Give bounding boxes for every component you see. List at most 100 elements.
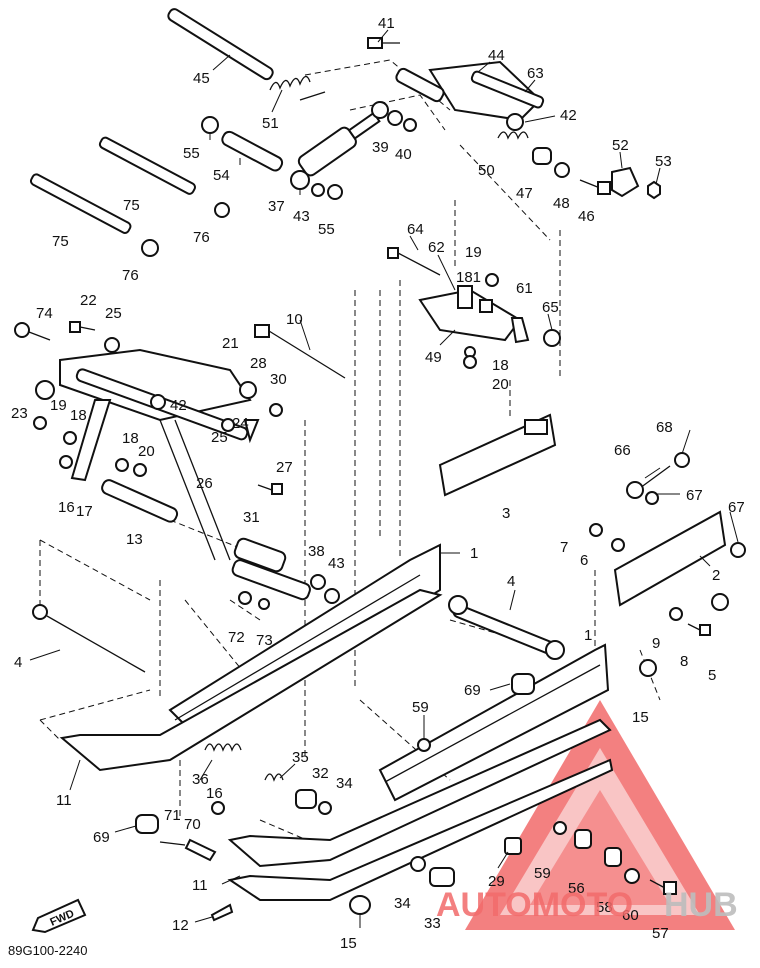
callout-52: 52 [612,137,629,154]
bushing-55a [201,116,219,134]
callout-39: 39 [372,139,389,156]
sleeve-31 [233,537,287,573]
washer-16a [59,455,73,469]
callout-26: 26 [196,475,213,492]
bolt-76a [214,202,230,218]
pin-71 [159,841,186,846]
shaft-13 [101,479,179,523]
callout-8: 8 [680,653,688,670]
bolt-19a [485,273,499,287]
callout-15-b: 15 [340,935,357,952]
plate-2 [613,510,727,607]
callout-37: 37 [268,198,285,215]
callout-20-b: 20 [138,443,155,460]
callout-76-b: 76 [122,267,139,284]
spring-51 [269,75,311,91]
callout-12: 12 [172,917,189,934]
catalog-code: 89G100-2240 [8,943,88,958]
collar-62 [457,285,473,309]
callout-68: 68 [656,419,673,436]
callout-55: 55 [183,145,200,162]
bolt-66 [639,465,671,489]
callout-19-b: 19 [50,397,67,414]
bushing-37 [290,170,310,190]
pin-70 [184,838,217,862]
cap-15b [349,895,371,915]
cap-69b [135,814,159,834]
callout-34-b: 34 [394,895,411,912]
callout-58: 58 [596,899,613,916]
bolt-41 [367,37,400,49]
callout-67: 67 [686,487,703,504]
callout-51: 51 [262,115,279,132]
washer-59b [553,821,567,835]
nut-20a [463,355,477,369]
callout-42-b: 42 [170,397,187,414]
callout-23: 23 [11,405,28,422]
bolt-76b [141,239,159,257]
nut-15a [639,659,657,677]
callout-9: 9 [652,635,660,652]
callout-71: 71 [164,807,181,824]
watermark-text: AUTOMOTO HUB [436,886,738,924]
bolt-29 [504,837,522,855]
spring-35 [264,773,284,782]
cap-65 [543,329,561,347]
callout-18-b: 18 [70,407,87,424]
sleeve-32 [295,789,317,809]
washer-16b [211,801,225,815]
washer-9 [669,607,683,621]
callout-41: 41 [378,15,395,32]
callout-43-b: 43 [328,555,345,572]
slide-11b [227,718,612,868]
callout-38: 38 [308,543,325,560]
watermark-text-hub: HUB [664,886,738,924]
washer-67b [730,542,746,558]
callout-10: 10 [286,311,303,328]
callout-18: 18 [492,357,509,374]
callout-59-b: 59 [534,865,551,882]
bushing-55b [327,184,343,200]
callout-75: 75 [123,197,140,214]
callout-48: 48 [553,195,570,212]
callout-47: 47 [516,185,533,202]
shaft-63 [470,70,545,109]
bolt-74 [14,322,51,341]
callout-28: 28 [250,355,267,372]
callout-60: 60 [622,907,639,924]
bolt-22 [69,321,96,333]
center-bracket-assembly [387,247,561,369]
rails [32,543,614,901]
callout-36: 36 [192,771,209,788]
arm-61 [510,317,530,344]
leader-lines [29,29,739,928]
washer-59a [417,738,431,752]
collar-48 [554,162,570,178]
callout-49: 49 [425,349,442,366]
callout-33: 33 [424,915,441,932]
link-24 [243,419,260,444]
callout-29: 29 [488,873,505,890]
callout-57: 57 [652,925,669,942]
collar-34a [318,801,332,815]
bolt-4a [32,604,146,673]
callout-21: 21 [222,335,239,352]
washer-73 [258,598,270,610]
callout-35: 35 [292,749,309,766]
collar-39 [387,110,403,126]
callout-32: 32 [312,765,329,782]
collar-58 [604,847,622,867]
arm-21 [59,348,252,422]
callout-31: 31 [243,509,260,526]
callout-63: 63 [527,65,544,82]
callout-75-b: 75 [52,233,69,250]
collar-47 [532,147,552,165]
collar-43b [324,588,340,604]
collar-23 [35,380,55,400]
callout-44: 44 [488,47,505,64]
callout-15: 15 [632,709,649,726]
callout-45: 45 [193,70,210,87]
cap-25b [221,418,235,432]
callout-40: 40 [395,146,412,163]
callout-25: 25 [105,305,122,322]
